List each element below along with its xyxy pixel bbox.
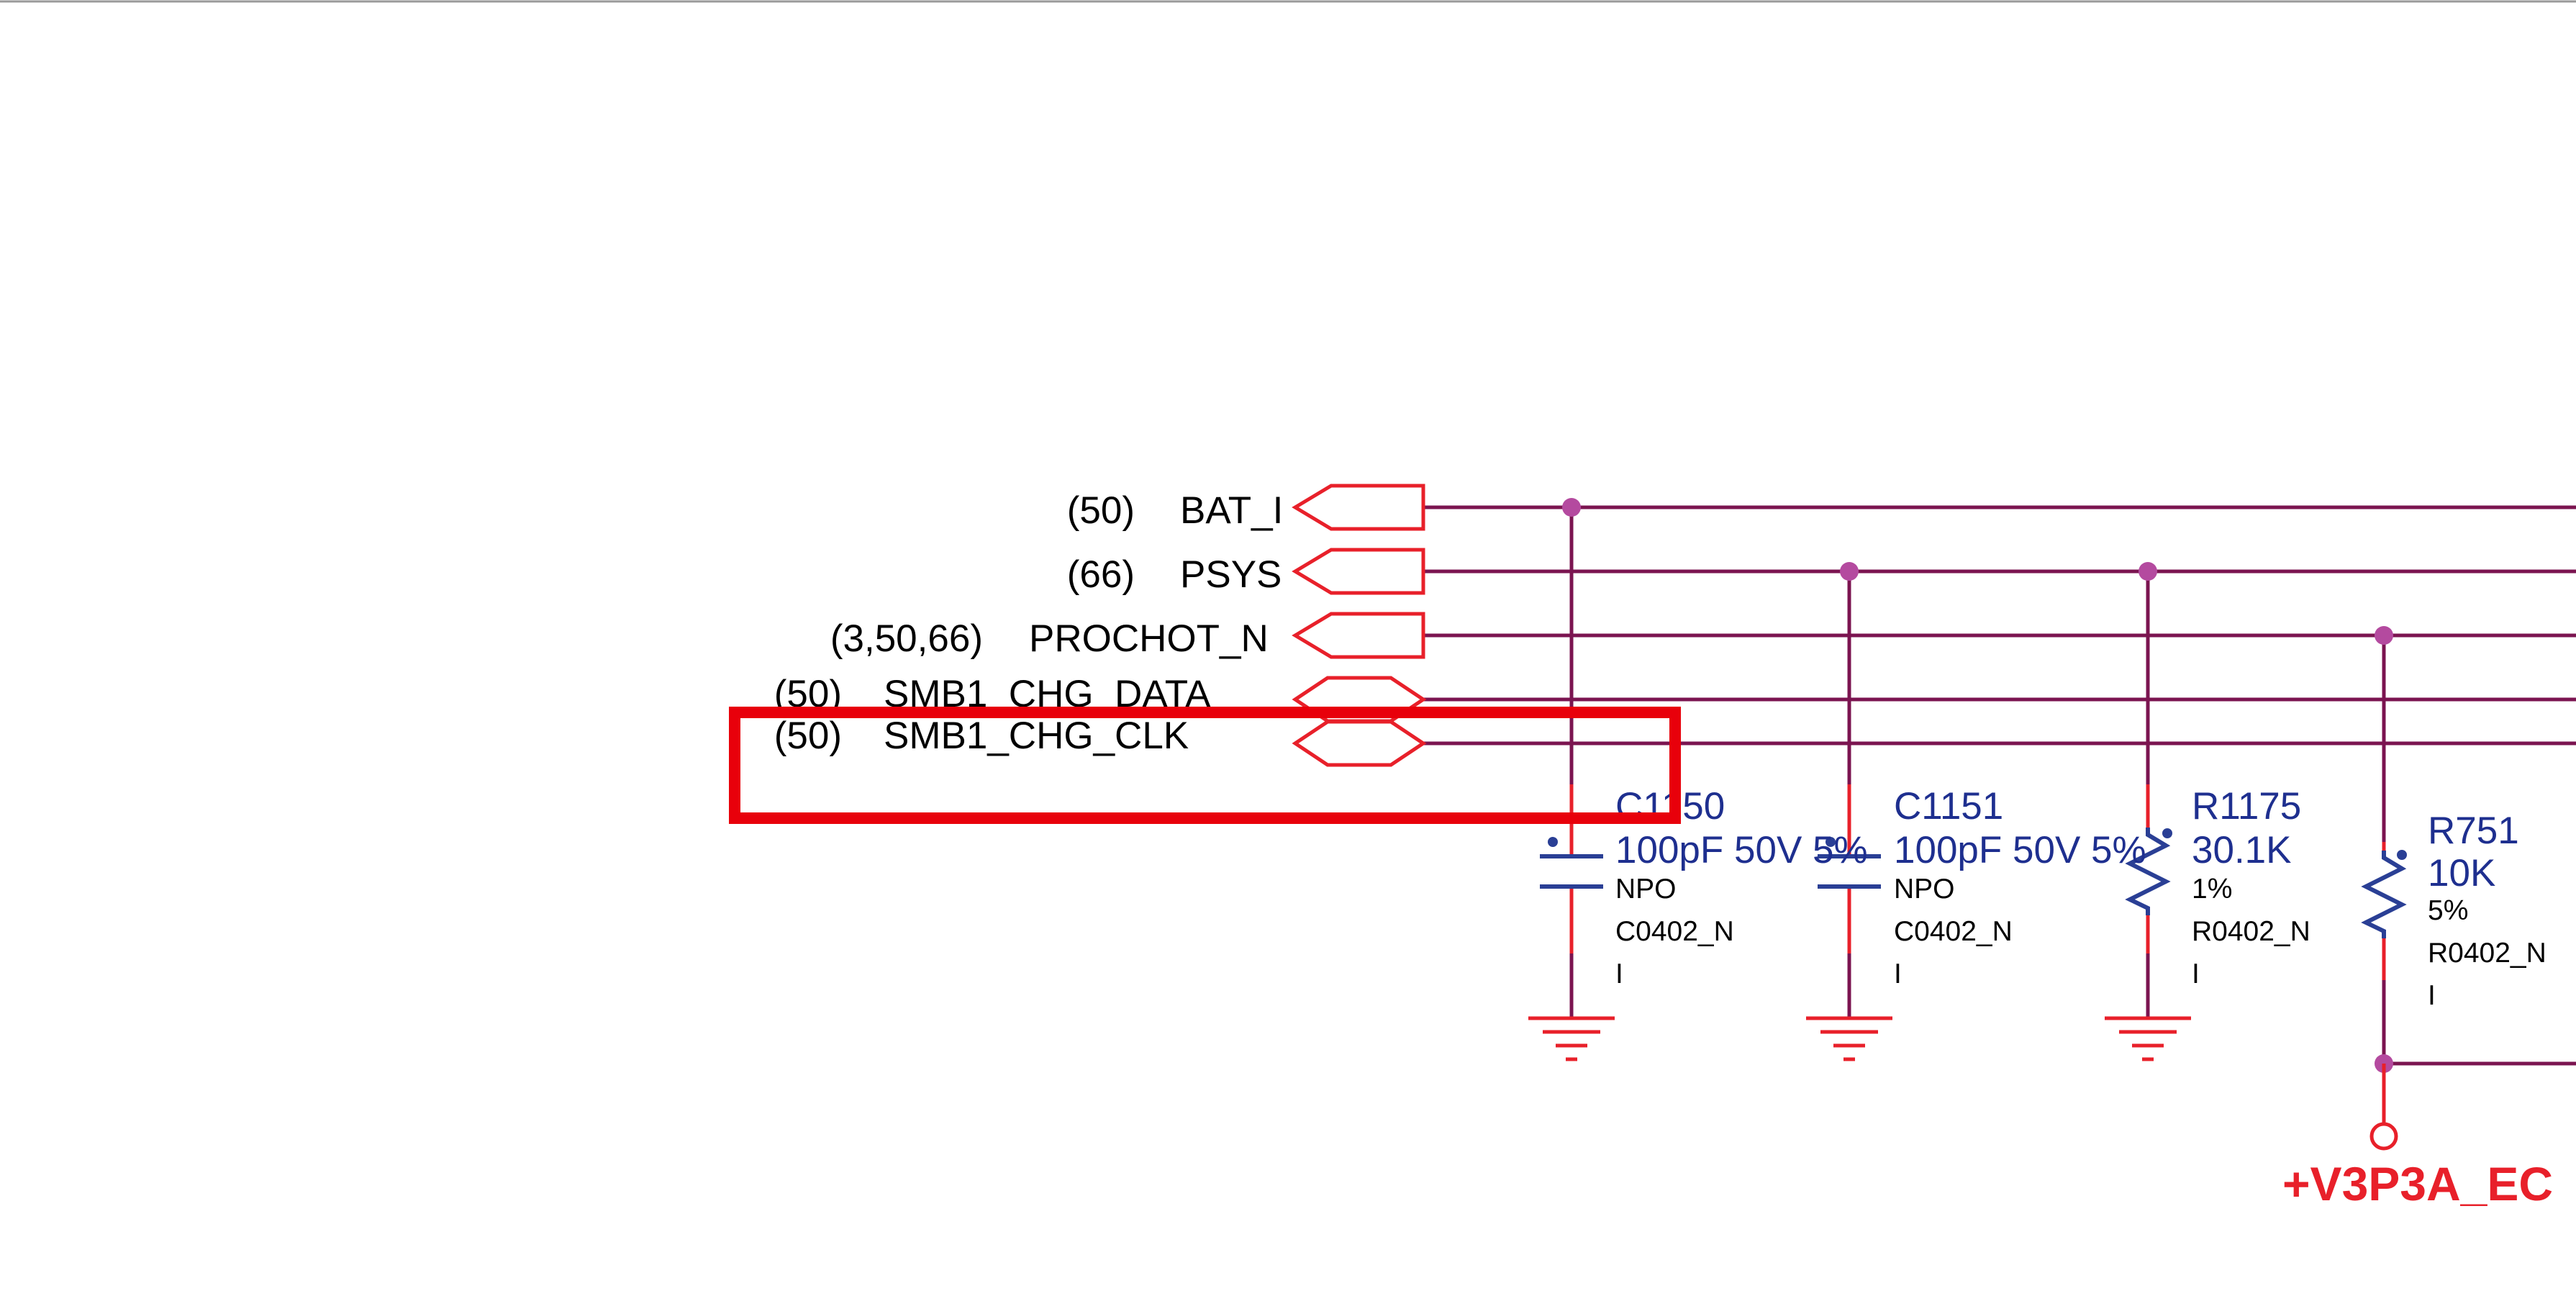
net-name: PROCHOT_N [1029,617,1269,660]
component-attr: I [1615,959,1623,989]
ground-icon [1806,1016,1892,1061]
component-ref: C1151 [1894,785,2003,828]
junction-dot [2139,562,2157,581]
component-ref: R1175 [2192,785,2301,828]
net-pages: (66) [1067,553,1135,596]
component-ref: R751 [2428,810,2519,852]
capacitor-icon [1818,854,1881,889]
component-value: 100pF 50V 5% [1894,829,2146,871]
ground-icon [1528,1016,1615,1061]
component-c1151[interactable]: C1151 100pF 50V 5% NPO C0402_N I [1894,785,2146,989]
component-leads [1569,784,2386,980]
resistor-icon [2361,851,2407,938]
component-attr: I [2192,959,2200,989]
component-footprint: C0402_N [1894,916,2013,947]
component-attr: 1% [2192,874,2232,905]
pin1-dot [2162,828,2172,838]
junction-dot [2375,626,2393,645]
junction-dot [1562,498,1581,517]
component-value: 10K [2428,852,2495,894]
component-attr: 5% [2428,895,2468,926]
net-pages: (50) [1067,489,1135,532]
component-footprint: C0402_N [1615,916,1734,947]
net-name: SMB1_CHG_CLK [884,715,1189,757]
component-r1175[interactable]: R1175 30.1K 1% R0402_N I [2192,785,2310,989]
component-attr: I [1894,959,1902,989]
component-attr: NPO [1615,874,1677,905]
component-attr: NPO [1894,874,1955,905]
net-pages: (3,50,66) [830,617,983,660]
offpage-input-connector-icon [1292,484,1425,531]
component-footprint: R0402_N [2192,916,2310,947]
component-attr: I [2428,980,2436,1011]
component-value: 30.1K [2192,829,2292,871]
pin1-dot [1548,837,1558,847]
net-labels: (50) BAT_I (66) PSYS (3,50,66) PROCHOT_N… [774,489,1284,757]
power-port-icon [2369,1122,2398,1151]
ground-icon [2105,1016,2191,1061]
net-pages: (50) [774,715,842,757]
junction-dot [1840,562,1859,581]
net-name: BAT_I [1180,489,1283,532]
component-footprint: R0402_N [2428,938,2546,969]
pin1-dot [2397,850,2407,860]
highlight-box [729,707,1681,824]
net-name: PSYS [1180,553,1282,596]
resistor-icon [2125,828,2171,915]
offpage-bidir-connector-icon [1292,720,1427,767]
pin1-dot [1826,837,1836,847]
offpage-input-connector-icon [1292,548,1425,595]
component-r751[interactable]: R751 10K 5% R0402_N I [2428,810,2546,1011]
power-net-label: +V3P3A_EC [2282,1157,2553,1210]
component-value: 100pF 50V 5% [1615,829,1868,871]
capacitor-icon [1540,854,1603,889]
net-wires [1423,505,2576,1066]
offpage-connectors [1292,484,1427,767]
offpage-input-connector-icon [1292,612,1425,659]
